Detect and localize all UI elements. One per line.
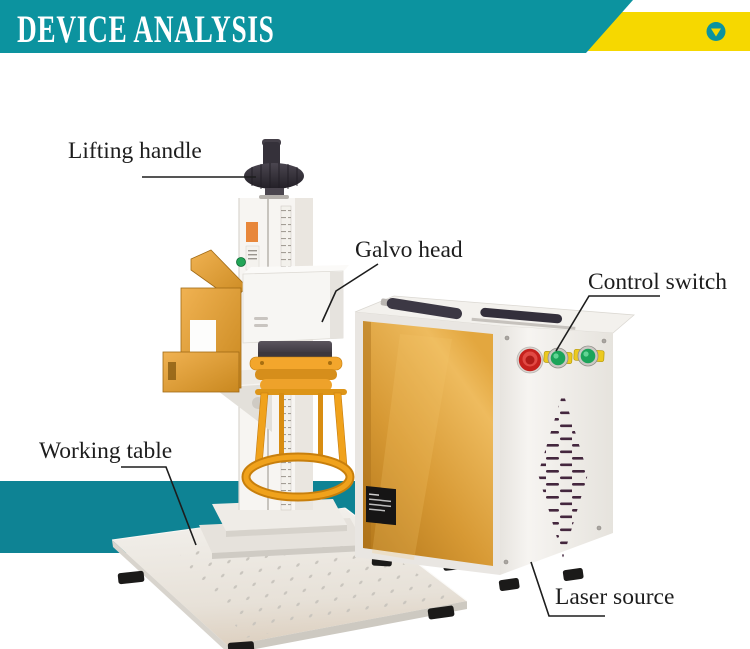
leader-line-galvo-head — [321, 263, 379, 323]
control-switch-buttons — [516, 345, 605, 374]
leader-line-laser-source — [530, 561, 605, 617]
chevron-down-icon — [706, 22, 726, 41]
column-pedestal — [199, 499, 365, 559]
callout-lifting-handle: Lifting handle — [68, 138, 202, 164]
table-foot — [227, 641, 255, 649]
ring-stand — [241, 392, 355, 502]
bracket-green-button — [236, 257, 246, 267]
shelf-gusset — [214, 384, 272, 432]
laser-source-sticker — [366, 486, 396, 526]
green-button-1[interactable] — [550, 350, 566, 366]
folded-handle — [471, 307, 576, 330]
carry-handle — [380, 297, 462, 320]
laser-source-box — [354, 295, 635, 592]
header-banner — [0, 0, 750, 53]
callout-laser-source: Laser source — [555, 584, 675, 610]
working-table-plate — [111, 507, 468, 649]
table-foot — [427, 605, 455, 620]
lifting-handle-knob — [244, 139, 304, 199]
column-ruler-lower — [281, 388, 291, 510]
leader-line-control-switch — [555, 295, 660, 352]
galvo-head-unit — [241, 265, 355, 502]
callout-control-switch: Control switch — [588, 269, 728, 295]
vent-grille — [538, 392, 588, 558]
page-title: DEVICE ANALYSIS — [17, 8, 275, 51]
callout-galvo-head: Galvo head — [355, 237, 463, 263]
green-button-2[interactable] — [580, 348, 596, 364]
column-ruler-upper — [281, 206, 291, 268]
leader-lines — [121, 176, 660, 617]
callout-working-table: Working table — [39, 438, 173, 464]
leader-line-working-table — [121, 466, 197, 546]
table-foot — [117, 570, 145, 585]
yellow-ribbon — [584, 12, 750, 51]
column-bracket — [162, 249, 295, 432]
column-orange-sticker — [246, 222, 258, 242]
teal-banner — [0, 0, 633, 53]
